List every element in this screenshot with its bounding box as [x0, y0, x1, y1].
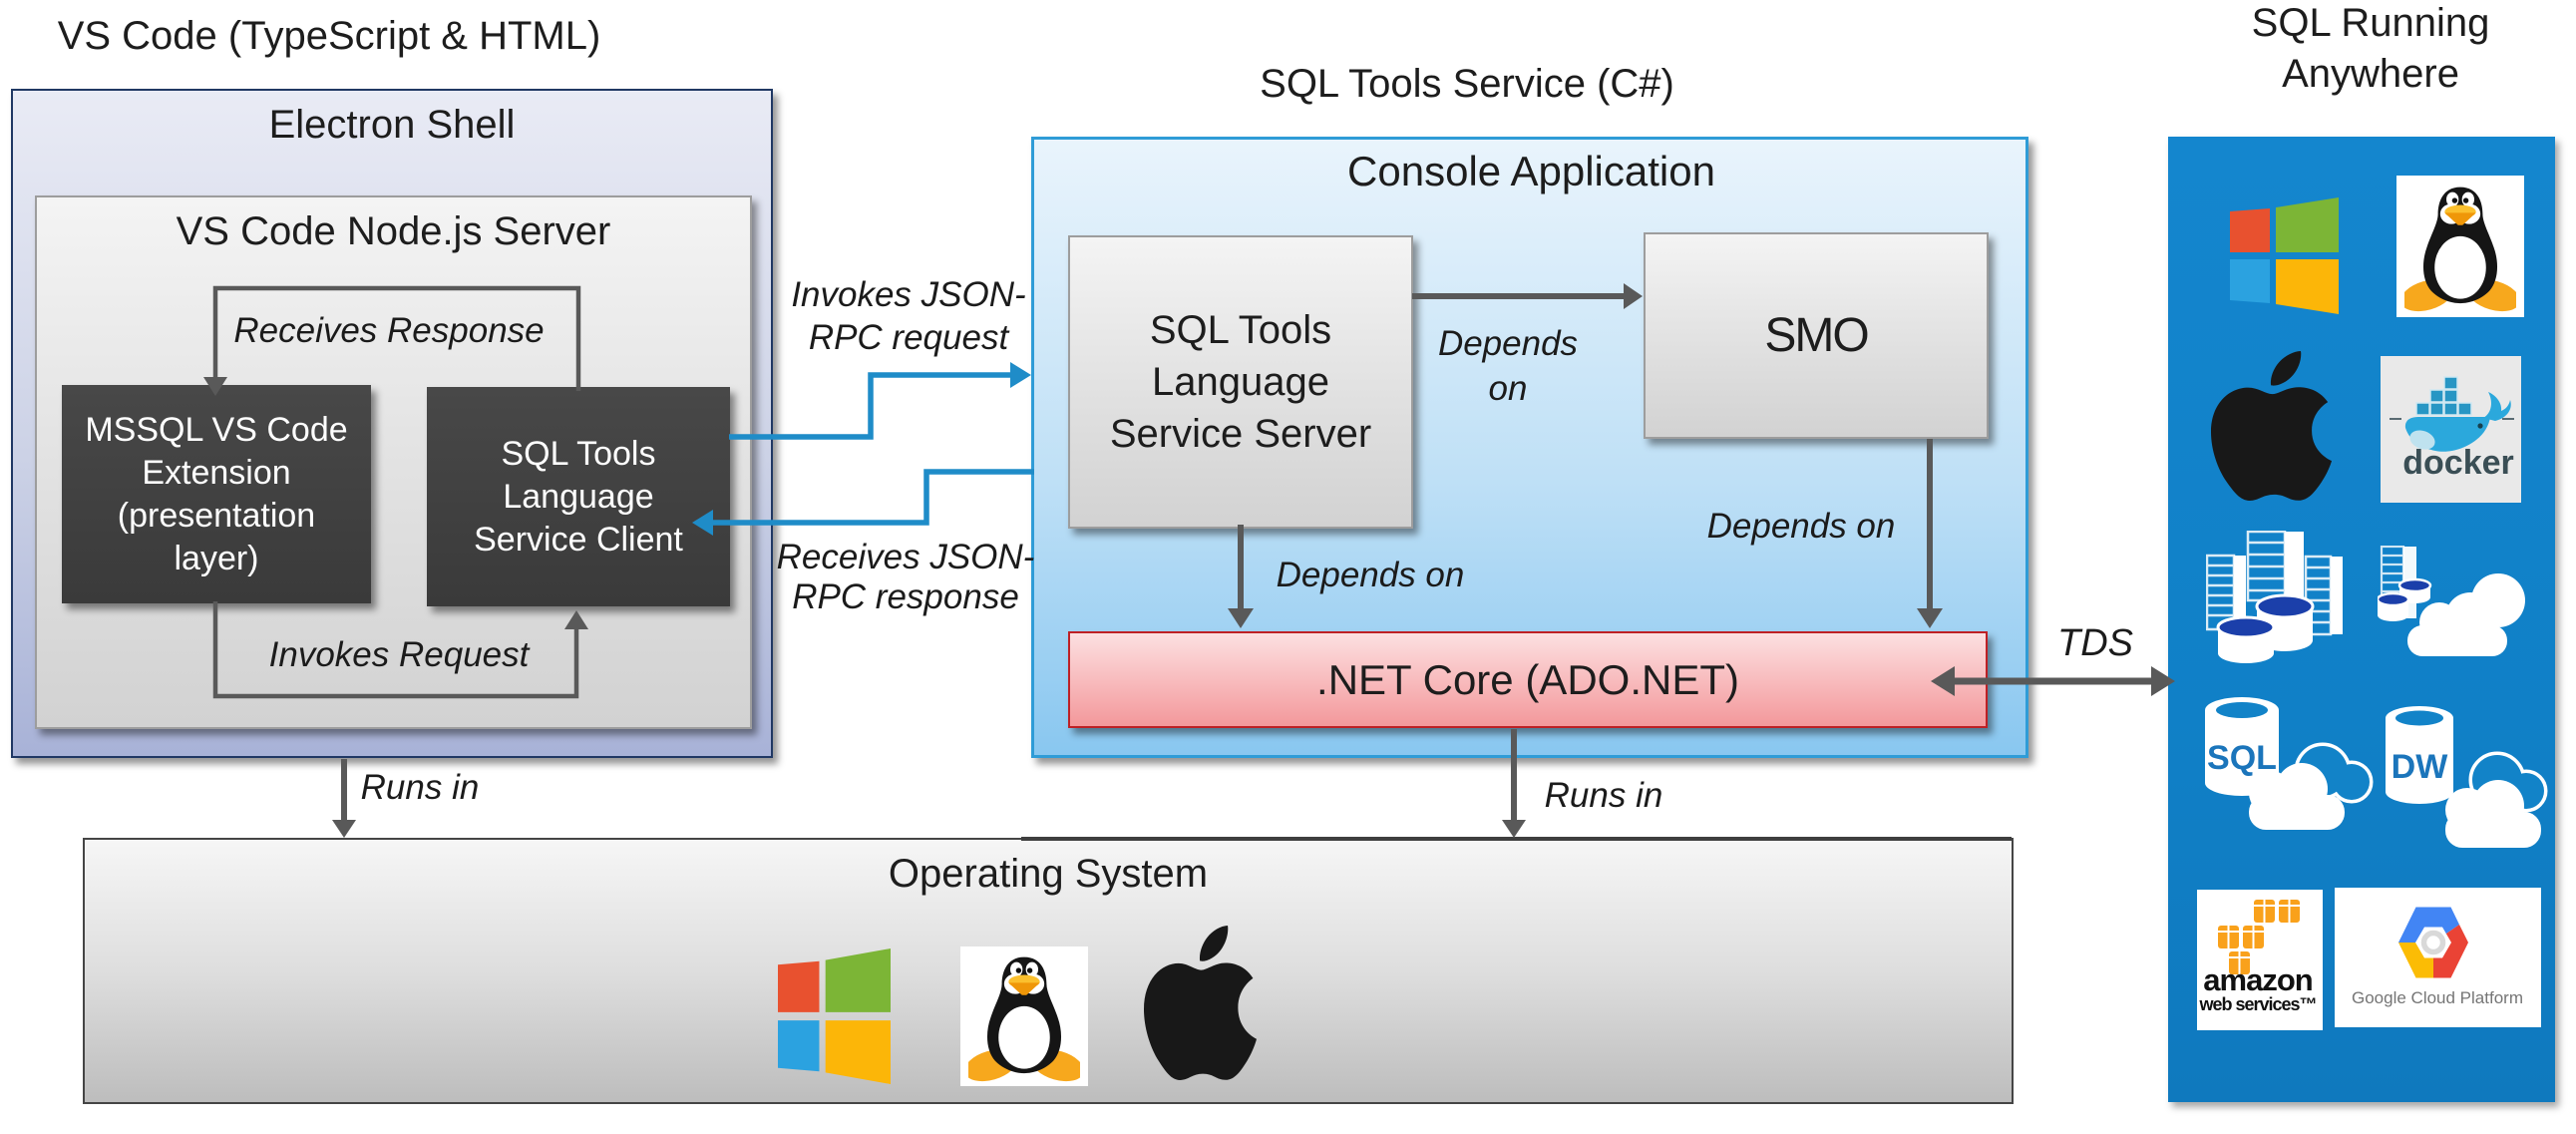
svg-text:Google Cloud Platform: Google Cloud Platform — [2352, 988, 2523, 1007]
svg-text:SQL: SQL — [2207, 739, 2277, 777]
svg-text:amazon: amazon — [2203, 962, 2312, 997]
svg-text:web services™: web services™ — [2198, 994, 2316, 1014]
svg-text:docker: docker — [2402, 444, 2514, 482]
svg-text:DW: DW — [2392, 748, 2449, 786]
